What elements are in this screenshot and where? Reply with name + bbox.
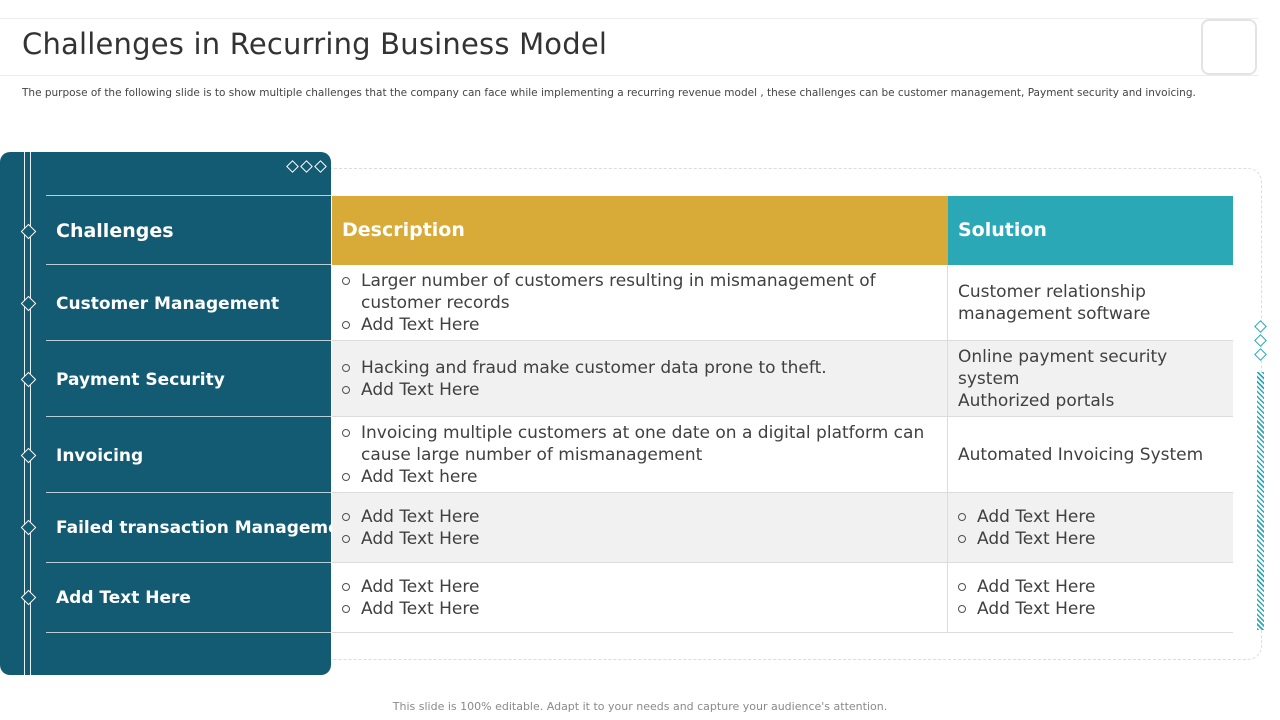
bullet-circle-icon xyxy=(958,534,966,543)
page-title: Challenges in Recurring Business Model xyxy=(22,27,608,61)
bullet-circle-icon xyxy=(342,604,350,613)
diamond-icon xyxy=(300,160,313,173)
description-cell: Add Text Here Add Text Here xyxy=(332,563,948,632)
challenge-label: Customer Management xyxy=(56,294,280,314)
description-item: Add Text Here xyxy=(342,314,939,336)
challenge-label: Payment Security xyxy=(56,370,225,390)
table-row: Hacking and fraud make customer data pro… xyxy=(332,341,1233,417)
description-item: Hacking and fraud make customer data pro… xyxy=(342,357,939,379)
description-cell: Invoicing multiple customers at one date… xyxy=(332,417,948,492)
solution-item: Add Text Here xyxy=(958,528,1225,550)
solution-cell: Add Text Here Add Text Here xyxy=(948,493,1233,562)
description-item: Add Text Here xyxy=(342,379,939,401)
challenge-label: Failed transaction Management xyxy=(56,518,360,538)
solution-text: Authorized portals xyxy=(958,390,1115,411)
divider xyxy=(46,195,331,196)
divider xyxy=(46,340,331,341)
solution-header-label: Solution xyxy=(958,219,1047,241)
bullet-circle-icon xyxy=(342,428,350,437)
solution-cell: Customer relationship management softwar… xyxy=(948,265,1233,340)
solution-text: Customer relationship management softwar… xyxy=(958,281,1151,324)
challenges-header: Challenges xyxy=(56,220,174,242)
description-item: Larger number of customers resulting in … xyxy=(342,270,939,314)
solution-item: Add Text Here xyxy=(958,576,1225,598)
table-row: Add Text Here Add Text Here Add Text Her… xyxy=(332,493,1233,563)
description-item: Add Text here xyxy=(342,466,939,488)
challenge-label: Invoicing xyxy=(56,446,144,466)
page-subtitle: The purpose of the following slide is to… xyxy=(22,87,1196,99)
description-item: Add Text Here xyxy=(342,576,939,598)
bullet-circle-icon xyxy=(342,363,350,372)
bullet-circle-icon xyxy=(958,604,966,613)
striped-bar xyxy=(1257,372,1264,630)
table-row: Add Text Here Add Text Here Add Text Her… xyxy=(332,563,1233,633)
bullet-circle-icon xyxy=(342,385,350,394)
divider xyxy=(46,492,331,493)
divider xyxy=(46,416,331,417)
bullet-circle-icon xyxy=(342,582,350,591)
description-cell: Add Text Here Add Text Here xyxy=(332,493,948,562)
description-cell: Larger number of customers resulting in … xyxy=(332,265,948,340)
solution-item: Add Text Here xyxy=(958,598,1225,620)
bullet-circle-icon xyxy=(958,582,966,591)
bullet-circle-icon xyxy=(342,534,350,543)
solution-text: Automated Invoicing System xyxy=(958,444,1204,465)
divider xyxy=(46,632,331,633)
solution-cell: Automated Invoicing System xyxy=(948,417,1233,492)
bullet-circle-icon xyxy=(342,472,350,481)
description-item: Add Text Here xyxy=(342,598,939,620)
bullet-circle-icon xyxy=(342,320,350,329)
solution-item: Add Text Here xyxy=(958,506,1225,528)
description-header-label: Description xyxy=(342,219,465,241)
bullet-circle-icon xyxy=(342,512,350,521)
challenge-label: Add Text Here xyxy=(56,588,191,608)
table-row: Invoicing multiple customers at one date… xyxy=(332,417,1233,493)
challenges-panel: Challenges Customer Management Payment S… xyxy=(0,152,360,675)
diamond-icon xyxy=(286,160,299,173)
panel-line xyxy=(30,152,31,675)
divider xyxy=(46,264,331,265)
footer-note: This slide is 100% editable. Adapt it to… xyxy=(392,700,888,713)
description-item: Add Text Here xyxy=(342,506,939,528)
panel-line xyxy=(24,152,25,675)
bullet-circle-icon xyxy=(342,276,350,285)
title-logo-box xyxy=(1201,19,1257,75)
diamond-icon xyxy=(314,160,327,173)
description-cell: Hacking and fraud make customer data pro… xyxy=(332,341,948,416)
divider xyxy=(46,562,331,563)
table-row: Larger number of customers resulting in … xyxy=(332,265,1233,341)
title-bar xyxy=(0,18,1258,76)
description-item: Invoicing multiple customers at one date… xyxy=(342,422,939,466)
solution-cell: Add Text Here Add Text Here xyxy=(948,563,1233,632)
solution-text: Online payment security system xyxy=(958,346,1168,389)
description-header: Description xyxy=(332,196,948,265)
solution-header: Solution xyxy=(948,196,1233,265)
bullet-circle-icon xyxy=(958,512,966,521)
solution-cell: Online payment security system Authorize… xyxy=(948,341,1233,416)
description-item: Add Text Here xyxy=(342,528,939,550)
